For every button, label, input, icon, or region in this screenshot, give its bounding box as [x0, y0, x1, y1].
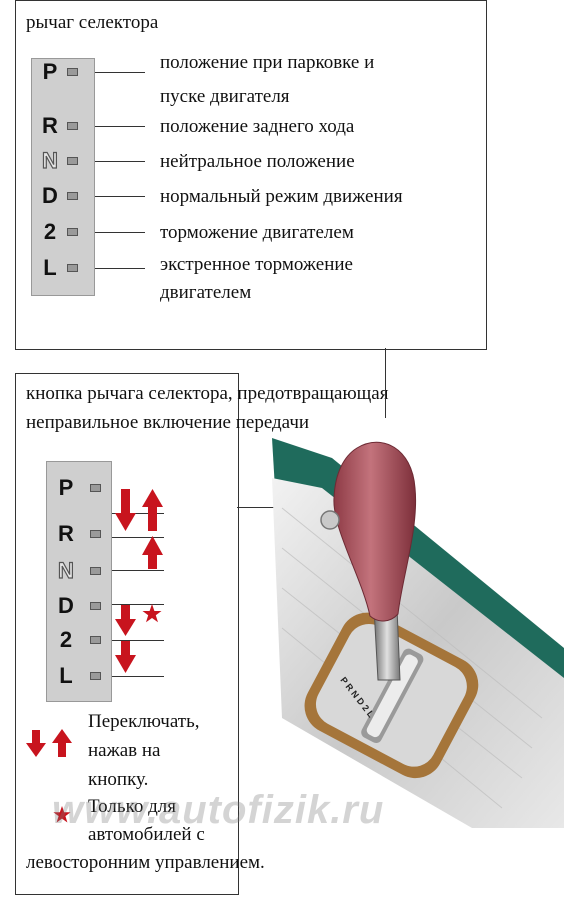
gear-marker	[90, 672, 101, 680]
legend-arrows-icon	[26, 729, 72, 757]
divider-line	[112, 676, 164, 677]
gear-marker	[67, 228, 78, 236]
leader-line	[95, 268, 145, 269]
legend-star-line-1: Только для	[88, 796, 176, 817]
bottom-panel-title-line-2: неправильное включение передачи	[26, 412, 310, 433]
gear-description: двигателем	[160, 282, 252, 303]
gear-description: пуске двигателя	[160, 86, 290, 107]
arrow-down-icon	[115, 605, 136, 636]
arrow-down-icon	[115, 489, 136, 531]
gear-letter-r: R	[58, 521, 74, 546]
connector-line-side	[237, 507, 277, 508]
legend-star-line-3: левосторонним управлением.	[26, 852, 265, 873]
gear-letter-d: D	[42, 183, 58, 208]
divider-line	[112, 513, 164, 514]
leader-line	[95, 72, 145, 73]
top-panel-title: рычаг селектора	[26, 12, 159, 33]
gear-letter-n: N	[41, 148, 58, 173]
legend-arrows-line-3: кнопку.	[88, 769, 149, 790]
gear-marker	[90, 567, 101, 575]
gear-strip-top	[31, 58, 95, 296]
leader-line	[95, 161, 145, 162]
bottom-panel-title-line-1: кнопка рычага селектора, предотвращающая	[26, 383, 389, 404]
divider-line	[112, 640, 164, 641]
gear-marker	[90, 530, 101, 538]
legend-star-line-2: автомобилей с	[88, 824, 205, 845]
gear-marker	[90, 484, 101, 492]
arrow-up-icon	[142, 489, 163, 531]
gear-marker	[67, 68, 78, 76]
leader-line	[95, 126, 145, 127]
shift-gate-bezel	[304, 612, 479, 779]
gear-letter-l: L	[59, 663, 73, 688]
gear-letter-n: N	[57, 558, 74, 583]
leader-line	[95, 196, 145, 197]
gear-letter-d: D	[58, 593, 74, 618]
gear-description: положение заднего хода	[160, 116, 355, 137]
divider-line	[112, 537, 164, 538]
shift-lock-button	[320, 510, 340, 530]
gear-letter-2: 2	[59, 627, 73, 652]
gear-description: торможение двигателем	[160, 222, 354, 243]
legend-arrows-line-2: нажав на	[88, 740, 161, 761]
gear-marker	[90, 602, 101, 610]
divider-line	[112, 604, 164, 605]
star-icon	[142, 604, 162, 623]
gear-strip-bottom	[46, 461, 112, 702]
watermark: www.autofizik.ru	[52, 788, 385, 832]
shifter-knob	[333, 441, 417, 622]
leader-line	[95, 232, 145, 233]
gear-letter-2: 2	[43, 219, 57, 244]
legend-arrows-line-1: Переключать,	[88, 711, 200, 732]
gear-description: экстренное торможение	[160, 254, 353, 275]
gear-letter-l: L	[43, 255, 57, 280]
gear-marker	[90, 636, 101, 644]
gear-letter-r: R	[42, 113, 58, 138]
connector-line-top	[385, 348, 386, 418]
gear-description: нормальный режим движения	[160, 186, 403, 207]
shift-arrows	[115, 489, 163, 673]
gear-shifter-illustration: P R N D 2 L	[272, 438, 564, 828]
gear-letter-p: P	[58, 475, 74, 500]
gear-marker	[67, 157, 78, 165]
gear-marker	[67, 122, 78, 130]
gear-description: положение при парковке и	[160, 52, 375, 73]
gear-letter-p: P	[42, 59, 58, 84]
gear-marker	[67, 192, 78, 200]
arrow-up-icon	[142, 536, 163, 569]
arrow-down-icon	[115, 641, 136, 673]
gear-description: нейтральное положение	[160, 151, 355, 172]
gear-marker	[67, 264, 78, 272]
legend-star-icon	[53, 806, 71, 823]
divider-line	[112, 570, 164, 571]
